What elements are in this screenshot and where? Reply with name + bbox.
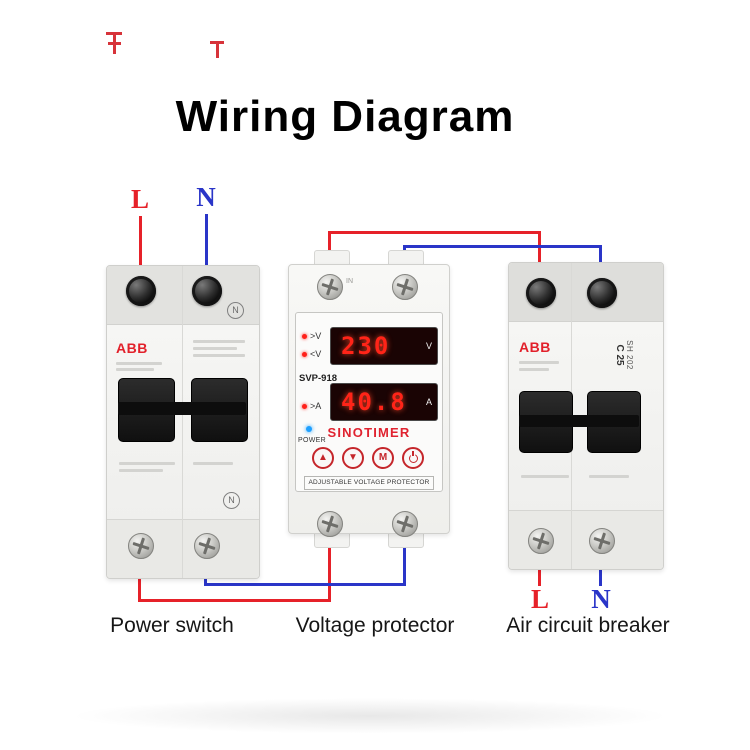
power-button (402, 447, 424, 469)
down-button: ▼ (342, 447, 364, 469)
over-voltage-led-icon (302, 334, 307, 340)
wire-live-top-drop-cb (538, 231, 541, 273)
wire-live-top-run (328, 231, 541, 234)
caption-voltage-protector: Voltage protector (295, 614, 455, 637)
terminal-zone-bottom (509, 510, 663, 569)
watermark-fragment (210, 40, 226, 60)
wire-live-bottom-run (138, 599, 331, 602)
protector-face-panel: >V <V SVP-918 >A POWER 230 V 40.8 A SINO… (295, 312, 443, 492)
terminal-screw-icon (587, 278, 617, 308)
over-voltage-indicator: >V (302, 331, 321, 341)
air-circuit-breaker-device: ABB SH 202 C 25 (508, 262, 664, 570)
terminal-screw-icon (317, 511, 343, 537)
wire-neutral-bottom-riser-vp (403, 542, 406, 586)
terminal-screw-icon (528, 528, 554, 554)
neutral-pole-mark: N (223, 492, 240, 509)
label-line (193, 347, 237, 350)
wire-neutral-top-drop-cb (599, 245, 602, 273)
floor-shadow (70, 698, 670, 734)
label-line (119, 462, 175, 465)
pole-divider (182, 266, 183, 578)
model-label: SH 202 C 25 (614, 332, 634, 378)
label-line (519, 361, 559, 364)
current-unit: A (425, 397, 432, 407)
wire-neutral-input (205, 214, 208, 268)
voltage-display: 230 V (330, 327, 438, 365)
wire-live-input (139, 216, 142, 268)
current-display: 40.8 A (330, 383, 438, 421)
label-line (193, 462, 233, 465)
indicator-label: <V (310, 349, 322, 359)
label-line (521, 475, 569, 478)
mode-label: M (378, 452, 388, 463)
wire-live-top-riser-vp (328, 231, 331, 257)
terminal-screw-icon (392, 274, 418, 300)
indicator-label: >A (310, 401, 322, 411)
brand-logo: ABB (519, 339, 551, 355)
toggle-tie-bar (519, 415, 639, 427)
input-neutral-label: N (196, 182, 216, 212)
power-led-label: POWER (298, 437, 326, 444)
toggle-tie-bar (118, 402, 246, 415)
voltage-unit: V (425, 341, 432, 351)
terminal-screw-icon (128, 533, 154, 559)
wire-neutral-output (599, 560, 602, 586)
wire-live-bottom-riser-vp (328, 542, 331, 602)
label-line (116, 362, 162, 365)
terminal-screw-icon (126, 276, 156, 306)
neutral-pole-mark: N (227, 302, 244, 319)
terminal-screw-icon (192, 276, 222, 306)
power-switch-device: ABB N N (106, 265, 260, 579)
watermark-fragment (106, 30, 124, 56)
up-button: ▲ (312, 447, 334, 469)
mode-button: M (372, 447, 394, 469)
wire-neutral-bottom-run (204, 583, 406, 586)
wire-live-output (538, 560, 541, 586)
label-line (193, 340, 245, 343)
output-neutral-label: N (591, 584, 611, 614)
model-number: SVP-918 (299, 373, 338, 384)
input-live-label: L (130, 184, 149, 214)
output-live-label: L (530, 584, 549, 614)
terminal-screw-icon (194, 533, 220, 559)
label-line (193, 354, 245, 357)
caption-air-circuit-breaker: Air circuit breaker (506, 614, 670, 637)
label-line (119, 469, 163, 472)
indicator-label: >V (310, 331, 322, 341)
in-terminal-label: IN (346, 278, 353, 285)
label-line (589, 475, 629, 478)
caption-power-switch: Power switch (110, 614, 234, 637)
current-value: 40.8 (341, 388, 407, 416)
up-arrow-icon: ▲ (318, 452, 328, 463)
terminal-screw-icon (317, 274, 343, 300)
over-current-led-icon (302, 404, 307, 410)
brand-logo: SINOTIMER (327, 425, 411, 440)
terminal-screw-icon (526, 278, 556, 308)
terminal-screw-icon (392, 511, 418, 537)
terminal-screw-icon (589, 528, 615, 554)
under-voltage-indicator: <V (302, 349, 321, 359)
down-arrow-icon: ▼ (348, 452, 358, 463)
power-indicator (306, 423, 315, 433)
power-led-icon (306, 425, 312, 432)
voltage-value: 230 (341, 332, 391, 360)
wire-neutral-top-run (403, 245, 602, 248)
over-current-indicator: >A (302, 401, 321, 411)
brand-logo: ABB (116, 340, 148, 356)
under-voltage-led-icon (302, 352, 307, 358)
page-title: Wiring Diagram (175, 92, 515, 141)
wire-live-bottom-drop-sw (138, 560, 141, 602)
rating-label: C 25 (614, 344, 625, 366)
power-icon (408, 451, 418, 463)
model-number: SH 202 (625, 340, 634, 370)
label-line (116, 368, 154, 371)
type-label: ADJUSTABLE VOLTAGE PROTECTOR (304, 476, 434, 490)
label-line (519, 368, 549, 371)
voltage-protector-device: IN >V <V SVP-918 >A POWER 230 V 40.8 A (288, 250, 450, 548)
